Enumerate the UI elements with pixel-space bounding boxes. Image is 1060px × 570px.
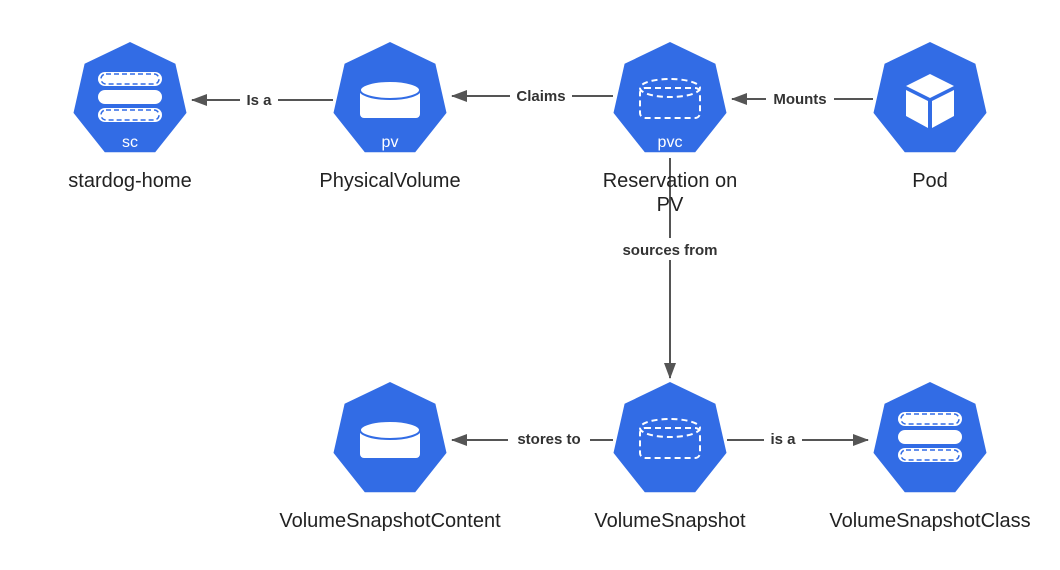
- edge-pvc-to-volumesnapshot: sources from: [610, 158, 730, 379]
- edge-label-claims: Claims: [516, 88, 565, 105]
- node-storage-class: sc: [73, 42, 187, 153]
- edge-label-mounts: Mounts: [773, 91, 826, 108]
- volume-icon: [359, 80, 421, 118]
- node-label-stardog-home: stardog-home: [68, 170, 191, 192]
- edge-pod-to-pvc: Mounts: [731, 88, 873, 110]
- volume-claim-icon: [639, 418, 701, 459]
- node-abbr-pv: pv: [382, 134, 399, 151]
- edge-label-is-a-class: is a: [770, 431, 796, 448]
- volume-icon: [359, 420, 421, 458]
- node-label-volume-snapshot-class: VolumeSnapshotClass: [829, 510, 1030, 532]
- node-persistent-volume: pv: [333, 42, 447, 153]
- node-volume-snapshot-class: [873, 382, 987, 493]
- node-label-reservation-line1: Reservation on: [603, 170, 738, 192]
- volume-claim-icon: [639, 78, 701, 119]
- storage-class-icon: [98, 72, 162, 122]
- edge-label-is-a: Is a: [246, 92, 272, 109]
- node-label-physical-volume: PhysicalVolume: [319, 170, 460, 192]
- storage-class-icon: [898, 412, 962, 462]
- edge-label-stores-to: stores to: [517, 431, 580, 448]
- node-persistent-volume-claim: pvc: [613, 42, 727, 153]
- node-volume-snapshot: [613, 382, 727, 493]
- node-label-volume-snapshot-content: VolumeSnapshotContent: [279, 510, 501, 532]
- node-label-pod: Pod: [912, 170, 948, 192]
- node-pod: [873, 42, 987, 153]
- node-label-volume-snapshot: VolumeSnapshot: [594, 510, 746, 532]
- edge-volumesnapshot-to-content: stores to: [451, 428, 613, 450]
- edge-pv-to-sc: Is a: [191, 89, 333, 111]
- node-volume-snapshot-content: [333, 382, 447, 493]
- node-abbr-sc: sc: [122, 134, 138, 151]
- cube-icon: [906, 74, 954, 128]
- node-abbr-pvc: pvc: [658, 134, 683, 151]
- edge-pvc-to-pv: Claims: [451, 85, 613, 107]
- edge-volumesnapshot-to-class: is a: [727, 428, 869, 450]
- node-label-reservation-line2: PV: [657, 194, 684, 216]
- edge-label-sources-from: sources from: [622, 242, 717, 259]
